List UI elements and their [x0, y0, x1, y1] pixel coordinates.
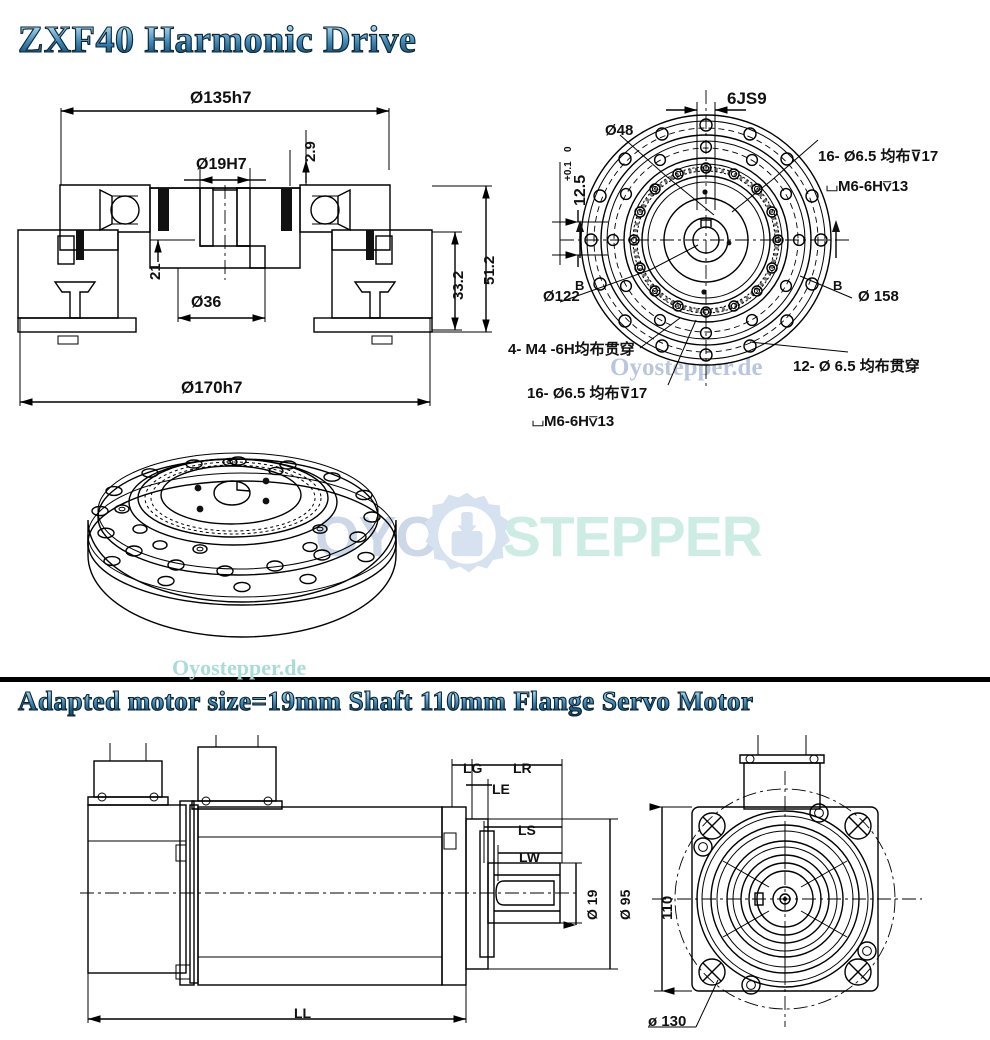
dim-bolt-circle-130: ø 130: [648, 1013, 687, 1030]
dim-shaft-pilot-d48: Ø48: [605, 122, 634, 139]
motor-front-view: [640, 735, 990, 1040]
dim-shaft-dia-19: Ø 19: [584, 889, 600, 920]
logo-text-stepper: STEPPER: [502, 505, 763, 569]
isometric-3d-view: [70, 425, 420, 655]
section-divider: [0, 677, 990, 682]
face-view: [500, 80, 990, 430]
gear-icon: [419, 487, 515, 588]
section-title-adapted-motor: Adapted motor size=19mm Shaft 110mm Flan…: [17, 685, 754, 716]
dim-bore: Ø19H7: [196, 156, 247, 173]
section-mark-b-right: B: [833, 278, 843, 293]
page-title-harmonic-drive: ZXF40 Harmonic Drive: [17, 18, 417, 61]
callout-m6-thread-bottom: ⌴M6-6H⊽13: [532, 413, 615, 430]
section-mark-b-left: B: [575, 278, 585, 293]
callout-4-m4-through: 4- M4 -6H均布贯穿: [508, 341, 635, 358]
callout-m6-thread-top: ⌴M6-6H⊽13: [826, 178, 909, 195]
callout-16-holes-top: 16- Ø6.5 均布⊽17: [818, 148, 939, 165]
dim-outer-bottom: Ø170h7: [181, 378, 243, 397]
dim-flange-size-110: 110: [659, 895, 676, 920]
dim-bolt-circle-d122: Ø122: [543, 288, 580, 305]
dim-lg: LG: [463, 760, 483, 776]
dim-le: LE: [492, 781, 510, 797]
dim-lw: LW: [519, 849, 540, 865]
dim-tol-upper: +0.1: [563, 161, 574, 181]
dim-bolt-circle-d158: Ø 158: [858, 288, 899, 305]
dim-outer-top: Ø135h7: [190, 88, 252, 107]
cross-section-view: [0, 0, 500, 420]
dim-small-gap: 2.9: [302, 141, 319, 162]
dim-ls: LS: [518, 822, 536, 838]
callout-16-holes-bottom: 16- Ø6.5 均布⊽17: [527, 385, 648, 402]
dim-overall-height: 51.2: [481, 255, 498, 285]
dim-inner-bore: Ø36: [191, 294, 222, 311]
dim-inner-height: 33.2: [450, 270, 467, 300]
dim-flange-pilot-95: Ø 95: [617, 889, 633, 920]
dim-tol-lower: 0: [563, 146, 574, 152]
callout-12-holes-through: 12- Ø 6.5 均布贯穿: [793, 358, 920, 375]
motor-side-view: [80, 735, 640, 1035]
dim-keyway-6js9: 6JS9: [727, 89, 767, 108]
dim-lr: LR: [513, 760, 532, 776]
dim-ll-length: LL: [294, 1005, 312, 1021]
dim-left-height: 21: [147, 263, 164, 280]
dim-depth-125: 12.5: [572, 174, 589, 206]
